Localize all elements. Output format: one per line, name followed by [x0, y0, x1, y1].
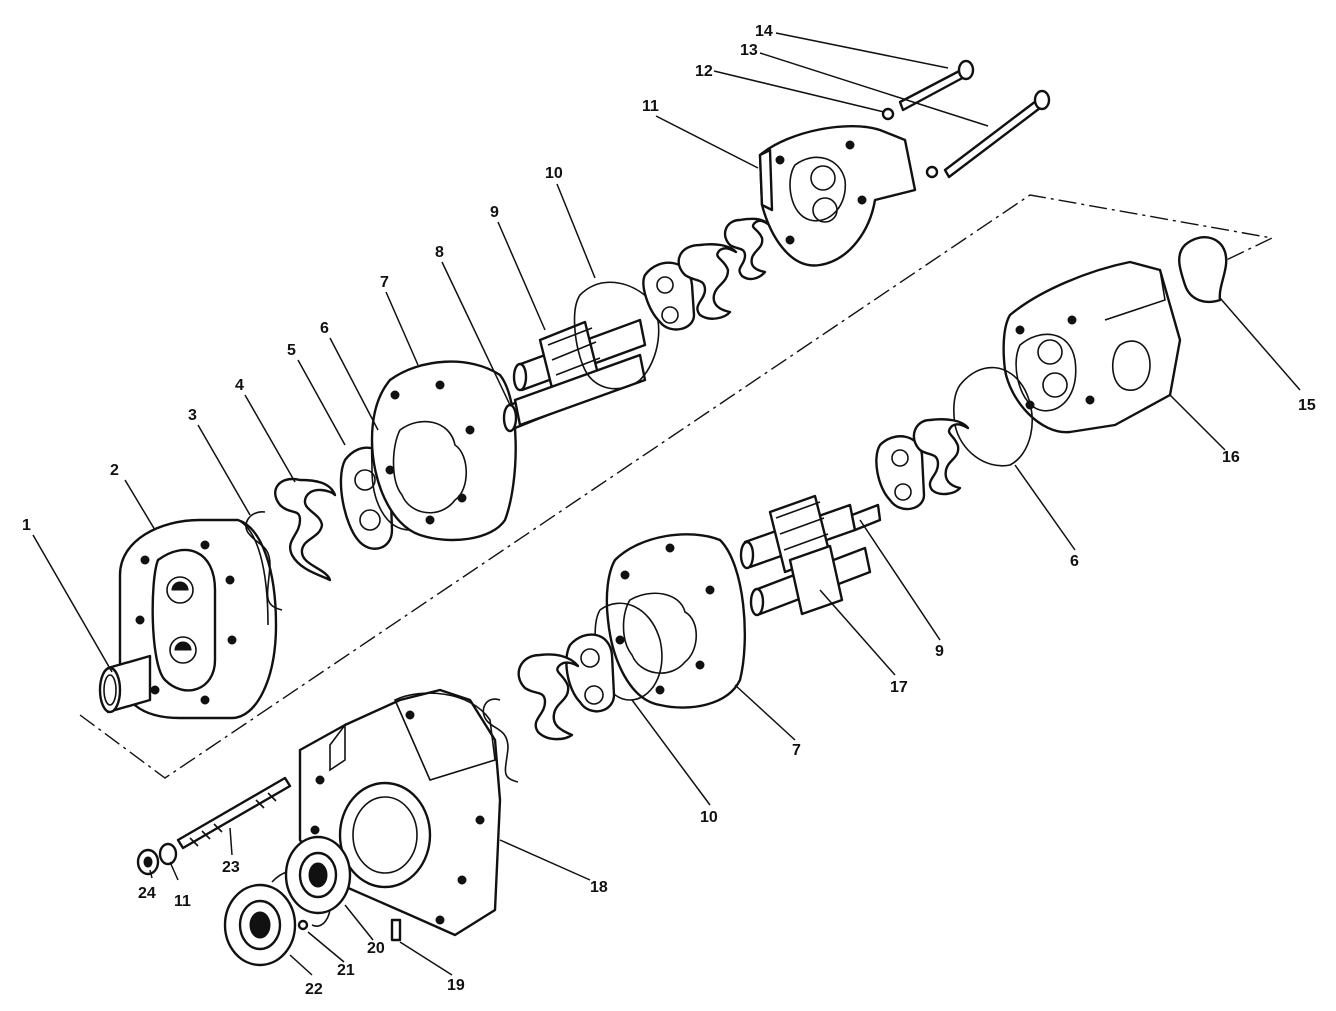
callout-10-lower: 10	[700, 809, 718, 826]
parts-24-11-nut-washer	[136, 842, 178, 876]
assembly-boundary-line	[79, 194, 1275, 779]
part-3-seal	[245, 511, 283, 611]
part-23-stud	[176, 776, 292, 850]
part-4-e-seal	[274, 477, 337, 582]
part-19-screw	[390, 918, 402, 942]
part-11-rear-cover	[758, 124, 917, 267]
callout-4: 4	[235, 377, 244, 394]
wear-plate-lower-front	[565, 633, 616, 713]
callout-3: 3	[188, 407, 197, 424]
callout-6-upper: 6	[320, 320, 329, 337]
callout-6-lower: 6	[1070, 553, 1079, 570]
part-15-o-ring	[1178, 236, 1228, 304]
part-7-gear-housing-lower	[605, 533, 747, 709]
e-seal-upper-rear	[677, 243, 738, 320]
callout-9-lower: 9	[935, 643, 944, 660]
callout-21: 21	[337, 962, 355, 979]
part-8-9-gear-shafts-upper	[502, 318, 647, 433]
callout-23: 23	[222, 859, 240, 876]
callout-7-lower: 7	[792, 742, 801, 759]
callouts: 1 2 3 4 5 6 7 8 9 10 11 12 13 14 15 16 6…	[22, 23, 1316, 998]
e-seal-lower-front	[517, 653, 580, 741]
leader-lines	[32, 32, 1301, 976]
e-seal-upper-rear-2	[723, 217, 770, 281]
callout-1: 1	[22, 517, 31, 534]
front-cover-assembly	[98, 518, 278, 720]
callout-24: 24	[138, 885, 156, 902]
callout-10-upper: 10	[545, 165, 563, 182]
callout-20: 20	[367, 940, 385, 957]
part-10-gasket-upper	[573, 281, 660, 390]
callout-16: 16	[1222, 449, 1240, 466]
e-seal-lower-rear	[912, 418, 970, 496]
callout-5: 5	[287, 342, 296, 359]
callout-11-lower: 11	[174, 893, 191, 910]
callout-2: 2	[110, 462, 119, 479]
callout-14: 14	[755, 23, 773, 40]
callout-22: 22	[305, 981, 323, 998]
part-7-gear-housing-upper	[370, 360, 517, 542]
callout-12: 12	[695, 63, 713, 80]
callout-19: 19	[447, 977, 465, 994]
callout-15: 15	[1298, 397, 1316, 414]
callout-13: 13	[740, 42, 758, 59]
wear-plate-lower-rear	[875, 435, 926, 511]
part-16-rear-housing	[1002, 260, 1182, 434]
callout-7-upper: 7	[380, 274, 389, 291]
parts-20-22-seals	[223, 835, 352, 967]
part-6-gasket-lower	[953, 366, 1033, 467]
part-9-17-gear-shafts-lower	[739, 494, 882, 617]
callout-11-upper: 11	[642, 98, 659, 115]
callout-18: 18	[590, 879, 608, 896]
callout-17: 17	[890, 679, 908, 696]
wear-plate-upper-rear	[642, 261, 696, 331]
parts-12-14-bolts	[881, 59, 1051, 179]
callout-9-upper: 9	[490, 204, 499, 221]
seal-lower-front	[482, 698, 519, 783]
callout-8: 8	[435, 244, 444, 261]
